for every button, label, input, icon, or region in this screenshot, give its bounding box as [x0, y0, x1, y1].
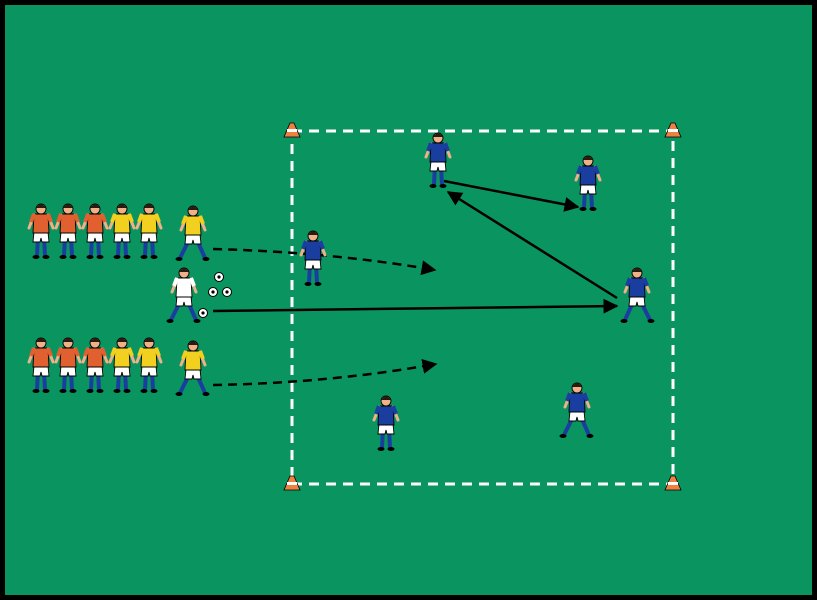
ball-icon: [198, 308, 208, 318]
arrow-solid-icon: [446, 190, 618, 300]
player-icon: [54, 337, 82, 393]
player-icon: [574, 155, 602, 211]
player-icon: [108, 203, 136, 259]
player-icon: [620, 267, 655, 323]
player-icon: [81, 203, 109, 259]
player-icon: [372, 395, 400, 451]
arrow-solid-icon: [443, 179, 580, 212]
arrow-solid-icon: [212, 298, 619, 314]
cone-icon: [664, 475, 682, 491]
player-icon: [81, 337, 109, 393]
player-icon: [27, 337, 55, 393]
cone-icon: [664, 122, 682, 138]
arrow-dashed-icon: [212, 247, 437, 276]
arrow-dashed-icon: [212, 358, 438, 387]
player-icon: [559, 382, 594, 438]
player-icon: [27, 203, 55, 259]
cone-icon: [283, 475, 301, 491]
player-icon: [54, 203, 82, 259]
ball-icon: [222, 287, 232, 297]
player-icon: [424, 132, 452, 188]
ball-icon: [214, 272, 224, 282]
player-icon: [135, 203, 163, 259]
player-icon: [175, 205, 210, 261]
cone-icon: [283, 122, 301, 138]
player-icon: [166, 267, 201, 323]
player-icon: [299, 230, 327, 286]
pitch-surface: [5, 5, 812, 595]
ball-icon: [208, 287, 218, 297]
player-icon: [135, 337, 163, 393]
player-icon: [108, 337, 136, 393]
player-icon: [175, 340, 210, 396]
grid-boundary: [290, 129, 675, 486]
players-layer: [27, 132, 655, 451]
